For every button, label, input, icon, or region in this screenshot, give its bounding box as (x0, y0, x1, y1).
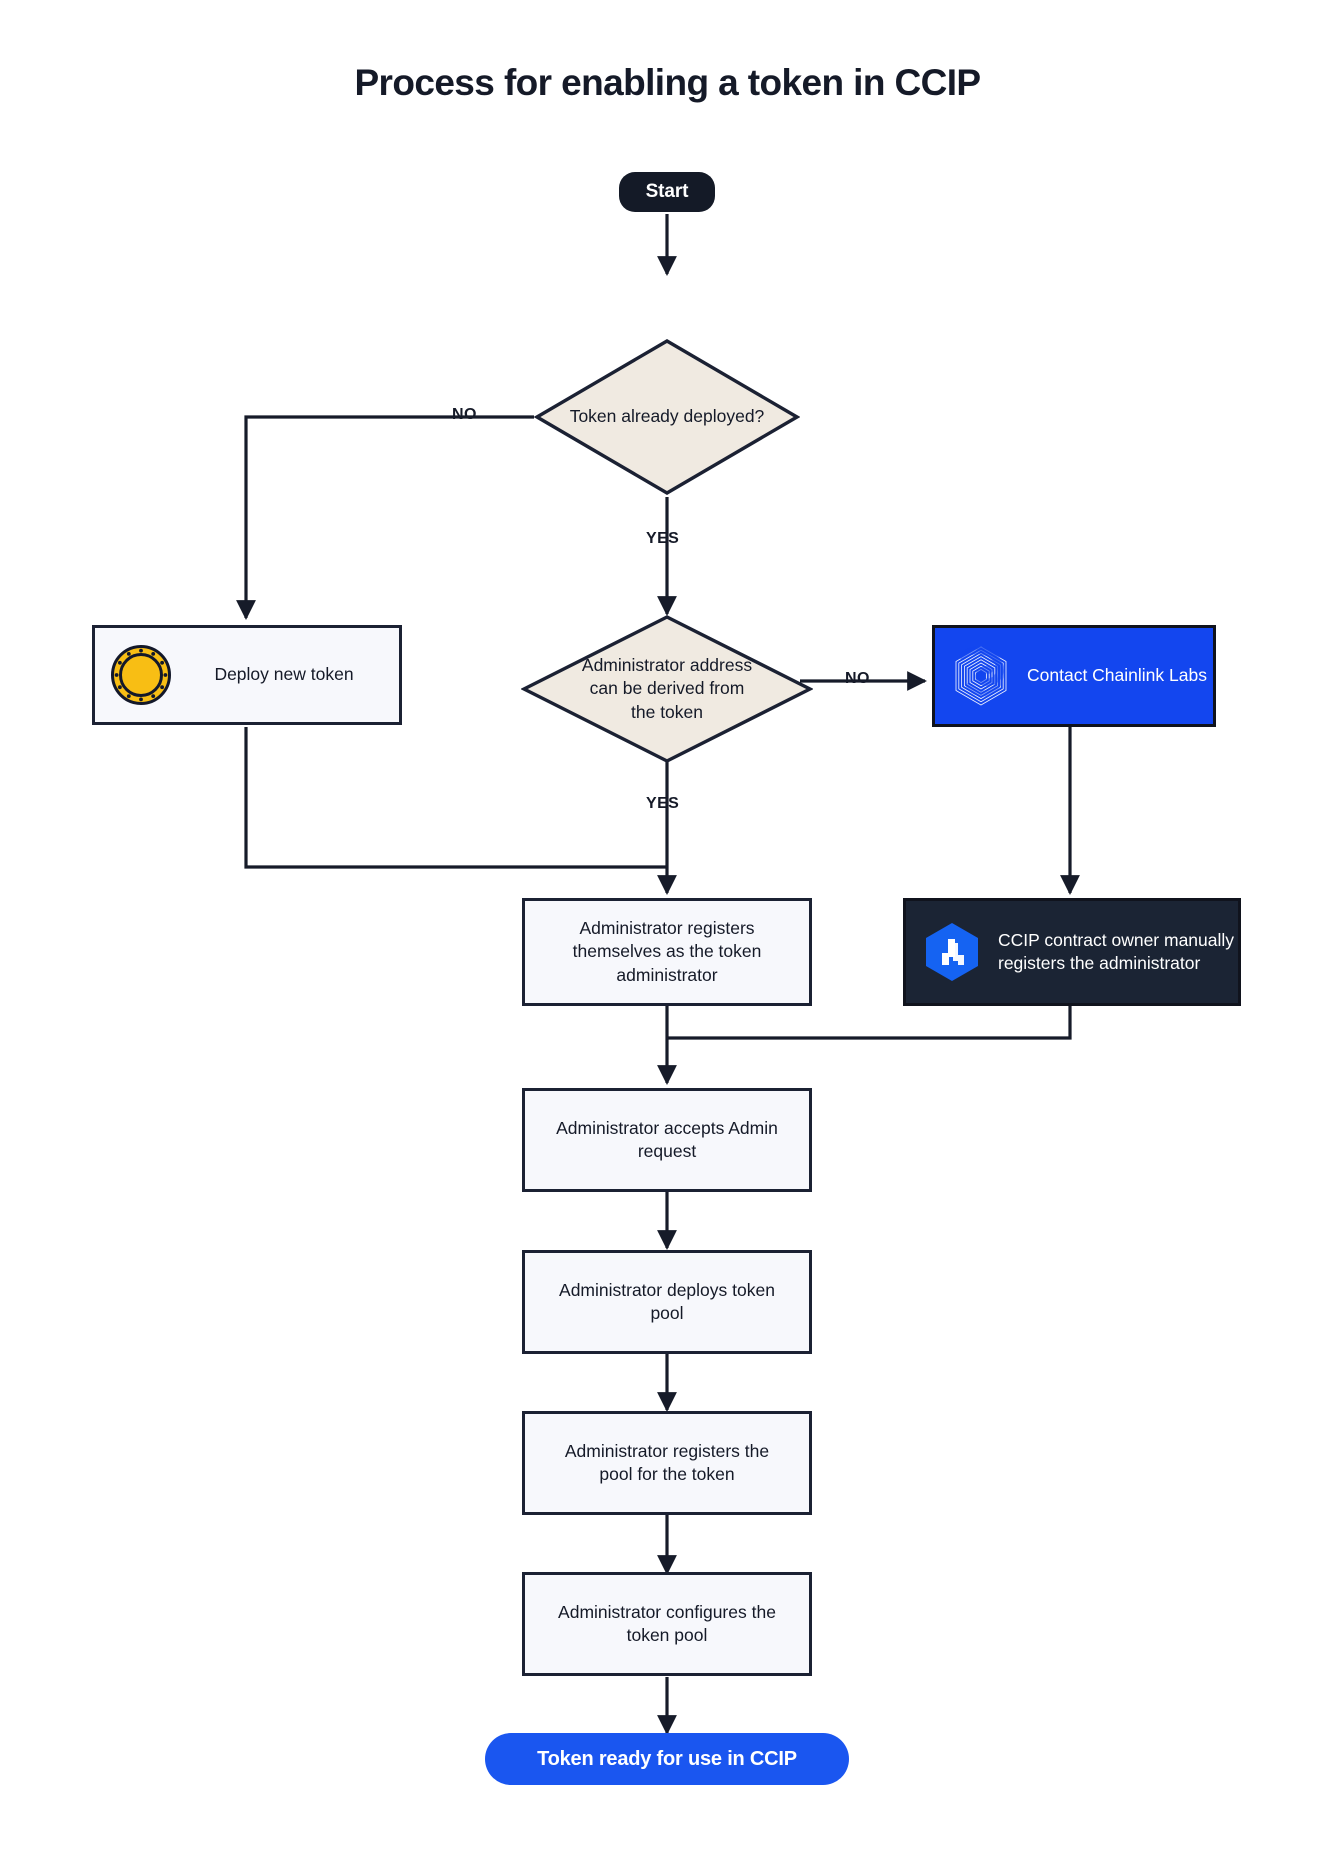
node-contact-chainlink-labs-label: Contact Chainlink Labs (1027, 665, 1207, 686)
node-admin-registers-self[interactable]: Administrator registers themselves as th… (522, 898, 812, 1006)
node-admin-accepts-request-label: Administrator accepts Admin request (556, 1117, 778, 1161)
node-admin-configures-pool[interactable]: Administrator configures the token pool (522, 1572, 812, 1676)
node-decision-token-deployed[interactable]: Token already deployed? (534, 338, 800, 496)
edge-label-token-deployed-yes: YES (646, 530, 680, 547)
node-admin-accepts-request[interactable]: Administrator accepts Admin request (522, 1088, 812, 1192)
node-start-label: Start (645, 181, 689, 203)
edge-label-token-deployed-no: NO (452, 406, 477, 423)
node-decision-token-deployed-label: Token already deployed? (569, 406, 765, 427)
edge-label-admin-derivable-yes: YES (646, 795, 680, 812)
page-title: Process for enabling a token in CCIP (354, 62, 981, 103)
node-decision-admin-derivable[interactable]: Administrator address can be derived fro… (521, 614, 813, 764)
node-decision-admin-derivable-label: Administrator address can be derived fro… (581, 655, 753, 722)
chainlink-spiral-icon (935, 644, 1027, 708)
node-admin-registers-pool[interactable]: Administrator registers the pool for the… (522, 1411, 812, 1515)
node-contact-chainlink-labs[interactable]: Contact Chainlink Labs (932, 625, 1216, 727)
edge-label-admin-derivable-no: NO (845, 670, 870, 687)
diamond-shape (521, 615, 813, 763)
node-admin-registers-self-label: Administrator registers themselves as th… (572, 918, 762, 985)
node-admin-configures-pool-label: Administrator configures the token pool (558, 1601, 776, 1645)
node-ccip-owner-registers[interactable]: CCIP contract owner manually registers t… (903, 898, 1241, 1006)
node-admin-deploys-pool[interactable]: Administrator deploys token pool (522, 1250, 812, 1354)
ccip-hexagon-icon (906, 921, 998, 983)
node-deploy-new-token-label: Deploy new token (214, 664, 354, 685)
node-admin-deploys-pool-label: Administrator deploys token pool (559, 1279, 775, 1323)
diamond-shape (534, 339, 800, 495)
node-end[interactable]: Token ready for use in CCIP (485, 1733, 849, 1785)
node-deploy-new-token[interactable]: Deploy new token (92, 625, 402, 725)
node-ccip-owner-registers-label: CCIP contract owner manually registers t… (998, 929, 1235, 973)
node-end-label: Token ready for use in CCIP (537, 1747, 797, 1770)
gold-coin-icon (95, 644, 187, 706)
node-start[interactable]: Start (619, 172, 715, 212)
node-admin-registers-pool-label: Administrator registers the pool for the… (564, 1440, 770, 1484)
